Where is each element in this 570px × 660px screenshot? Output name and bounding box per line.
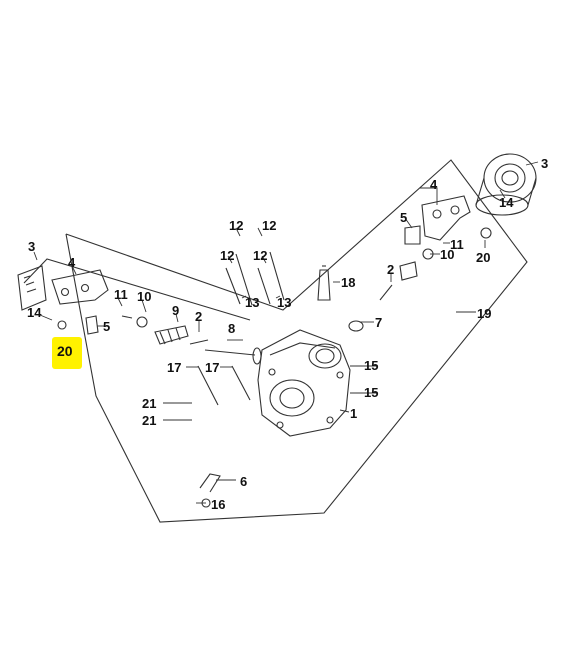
rocker-bracket-right (404, 195, 471, 245)
callout-12-top-right[interactable]: 12 (262, 218, 277, 233)
callout-4-left[interactable]: 4 (68, 255, 76, 270)
callout-18[interactable]: 18 (341, 275, 356, 290)
callout-5-right[interactable]: 5 (400, 210, 408, 225)
leader-lines (33, 161, 539, 504)
callout-4-top-right[interactable]: 4 (430, 177, 438, 192)
rocker-plate-left (17, 265, 109, 335)
callout-5-left[interactable]: 5 (103, 319, 111, 334)
callout-20-left-highlighted[interactable]: 20 (57, 343, 73, 359)
callout-14-top-right[interactable]: 14 (499, 195, 514, 210)
callout-20-right[interactable]: 20 (476, 250, 491, 265)
callout-16[interactable]: 16 (211, 497, 226, 512)
highlight-part-20 (52, 337, 82, 369)
callout-17-right[interactable]: 17 (205, 360, 220, 375)
callout-11-left[interactable]: 11 (114, 287, 128, 302)
callout-21-bottom[interactable]: 21 (142, 413, 157, 428)
callout-2-right[interactable]: 2 (387, 262, 395, 277)
callout-10-left[interactable]: 10 (137, 289, 152, 304)
assembly-outline (65, 159, 528, 523)
spark-plug (317, 265, 331, 301)
clip-left (57, 320, 67, 330)
callout-13-right[interactable]: 13 (277, 295, 292, 310)
callout-19[interactable]: 19 (477, 306, 492, 321)
callout-9[interactable]: 9 (172, 303, 180, 318)
callout-13-left[interactable]: 13 (245, 295, 260, 310)
callout-12-mid-left[interactable]: 12 (220, 248, 235, 263)
callout-10-right[interactable]: 10 (440, 247, 455, 262)
cylinder-head (257, 329, 351, 437)
studs (163, 251, 378, 421)
callout-3-left[interactable]: 3 (28, 239, 36, 254)
callout-14-left[interactable]: 14 (27, 305, 42, 320)
cam-sprocket (475, 153, 537, 216)
callout-11-right[interactable]: 11 (450, 237, 464, 252)
callout-6[interactable]: 6 (240, 474, 248, 489)
valve-train-bracket (23, 258, 251, 321)
callout-17-left[interactable]: 17 (167, 360, 182, 375)
callout-12-mid-right[interactable]: 12 (253, 248, 268, 263)
callout-15-bottom[interactable]: 15 (364, 385, 379, 400)
callout-15-top[interactable]: 15 (364, 358, 379, 373)
callout-2-left[interactable]: 2 (195, 309, 203, 324)
valve-assembly (121, 315, 262, 365)
callout-7[interactable]: 7 (375, 315, 383, 330)
callout-12-top-left[interactable]: 12 (229, 218, 244, 233)
callout-21-top[interactable]: 21 (142, 396, 157, 411)
callout-8[interactable]: 8 (228, 321, 236, 336)
callout-3-top-right[interactable]: 3 (541, 156, 549, 171)
callout-1[interactable]: 1 (350, 406, 358, 421)
